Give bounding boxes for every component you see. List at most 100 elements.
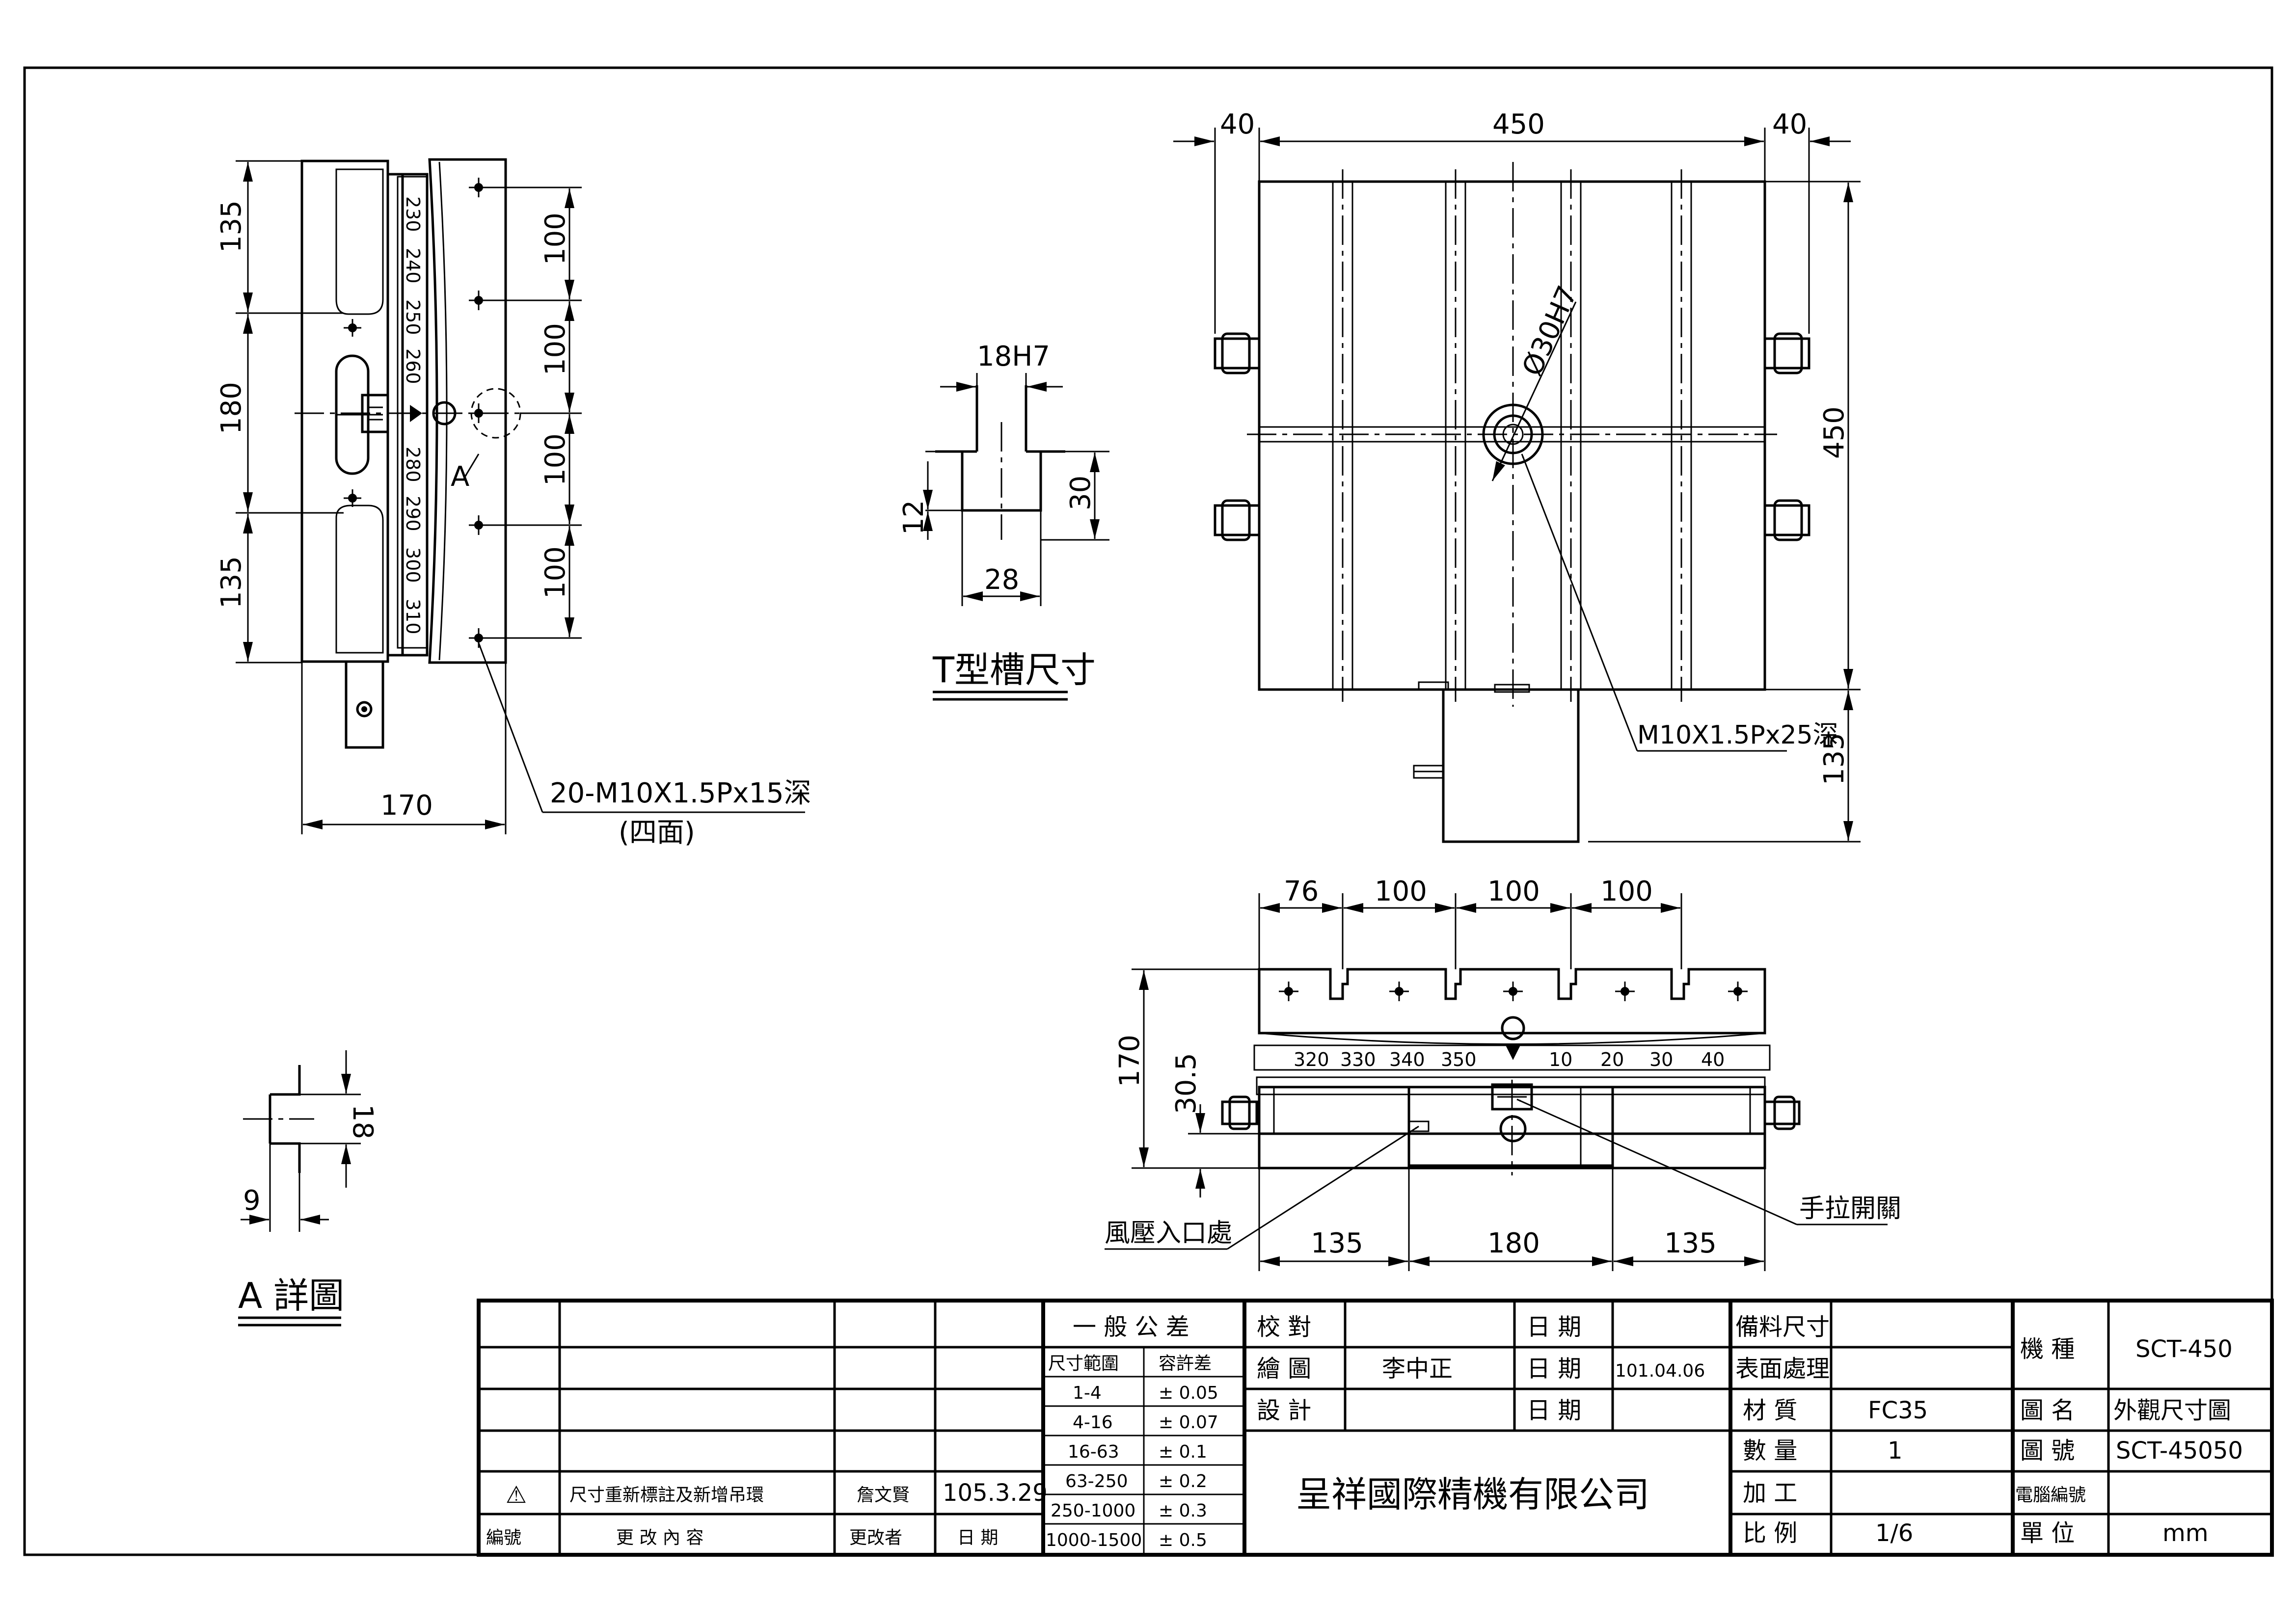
plan-dim-135: 135 bbox=[1818, 733, 1850, 785]
scale-260: 260 bbox=[402, 348, 424, 384]
cad-no-label: 電腦編號 bbox=[2015, 1485, 2086, 1505]
front-dim-100-2: 100 bbox=[1487, 876, 1540, 907]
date-label-2: 日 期 bbox=[1527, 1355, 1581, 1383]
scale-250: 250 bbox=[402, 299, 424, 335]
tol-range-4: 63-250 bbox=[1065, 1471, 1128, 1491]
header-changer: 更改者 bbox=[849, 1528, 902, 1548]
scale-value: 1/6 bbox=[1875, 1519, 1913, 1547]
header-date: 日 期 bbox=[957, 1528, 998, 1548]
tol-value-5: ± 0.3 bbox=[1159, 1501, 1207, 1521]
header-content: 更 改 內 容 bbox=[616, 1528, 703, 1548]
front-dim-135-left: 135 bbox=[1311, 1227, 1363, 1259]
front-dim-100-3: 100 bbox=[1600, 876, 1653, 907]
revised-by: 詹文賢 bbox=[857, 1485, 910, 1505]
front-scale: 320 330 340 350 10 20 30 40 bbox=[1294, 1049, 1725, 1070]
front-dim-170: 170 bbox=[1114, 1035, 1146, 1087]
check-label: 校 對 bbox=[1257, 1313, 1311, 1341]
material-label: 材 質 bbox=[1743, 1397, 1797, 1424]
detail-marker-a: A bbox=[451, 461, 469, 493]
tol-value-2: ± 0.07 bbox=[1159, 1412, 1218, 1433]
side-dim-100-2: 100 bbox=[540, 323, 571, 375]
side-dim-100-3: 100 bbox=[540, 433, 571, 486]
front-dim-135-right: 135 bbox=[1664, 1227, 1717, 1259]
fscale-30: 30 bbox=[1649, 1049, 1673, 1070]
scale-240: 240 bbox=[402, 248, 424, 284]
front-dim-180: 180 bbox=[1487, 1227, 1540, 1259]
tol-range-2: 4-16 bbox=[1073, 1412, 1113, 1433]
revision-text: 尺寸重新標註及新增吊環 bbox=[569, 1485, 764, 1505]
tol-value-1: ± 0.05 bbox=[1159, 1383, 1218, 1403]
tslot-dim-12: 12 bbox=[898, 500, 930, 535]
front-dim-100-1: 100 bbox=[1375, 876, 1427, 907]
header-no: 編號 bbox=[486, 1528, 521, 1548]
tolerance-h-tol: 容許差 bbox=[1159, 1354, 1212, 1374]
unit-value: mm bbox=[2162, 1519, 2209, 1547]
fscale-40: 40 bbox=[1701, 1049, 1725, 1070]
detail-a: 18 9 A 詳圖 bbox=[238, 1050, 378, 1327]
date-label-1: 日 期 bbox=[1527, 1313, 1581, 1341]
tol-value-3: ± 0.1 bbox=[1159, 1442, 1207, 1462]
fscale-320: 320 bbox=[1294, 1049, 1329, 1070]
front-view: 320 330 340 350 10 20 30 40 bbox=[1105, 876, 1901, 1271]
company-name: 呈祥國際精機有限公司 bbox=[1296, 1474, 1649, 1515]
plan-dim-450-top: 450 bbox=[1492, 108, 1545, 140]
dwg-no-label: 圖 號 bbox=[2020, 1437, 2075, 1464]
front-holes bbox=[1279, 982, 1748, 1040]
side-view: 230 240 250 260 280 290 300 310 A 135 18… bbox=[216, 158, 811, 849]
air-inlet-label: 風壓入口處 bbox=[1105, 1219, 1232, 1248]
scale-310: 310 bbox=[402, 599, 424, 635]
stock-size-label: 備料尺寸 bbox=[1735, 1313, 1830, 1341]
revision-symbol: ⚠ bbox=[506, 1481, 527, 1509]
draw-label: 繪 圖 bbox=[1257, 1355, 1311, 1383]
detail-caption: A 詳圖 bbox=[238, 1275, 344, 1316]
fscale-350: 350 bbox=[1441, 1049, 1477, 1070]
detail-dim-9: 9 bbox=[243, 1185, 261, 1217]
scale-230: 230 bbox=[402, 196, 424, 232]
side-dim-135-bottom: 135 bbox=[216, 556, 247, 609]
title-block: ⚠ 尺寸重新標註及新增吊環 詹文賢 105.3.29 編號 更 改 內 容 更改… bbox=[477, 1299, 2274, 1557]
tolerance-title: 一 般 公 差 bbox=[1073, 1313, 1189, 1341]
unit-label: 單 位 bbox=[2020, 1519, 2075, 1547]
plan-view: 40 450 40 450 135 Ø30H7 M10X1.5Px25深 bbox=[1173, 108, 1861, 843]
side-dim-135-top: 135 bbox=[216, 200, 247, 253]
fscale-10: 10 bbox=[1549, 1049, 1572, 1070]
model-label: 機 種 bbox=[2020, 1335, 2075, 1363]
model-value: SCT-450 bbox=[2135, 1335, 2233, 1363]
qty-value: 1 bbox=[1888, 1437, 1903, 1464]
plan-diameter: Ø30H7 bbox=[1516, 281, 1584, 381]
tslot-dim-30: 30 bbox=[1065, 476, 1097, 510]
tol-value-6: ± 0.5 bbox=[1159, 1530, 1207, 1550]
side-dim-100-1: 100 bbox=[540, 213, 571, 265]
tol-range-3: 16-63 bbox=[1068, 1442, 1119, 1462]
qty-label: 數 量 bbox=[1743, 1437, 1797, 1464]
plan-handles bbox=[1214, 332, 1810, 541]
tslot-dim-18h7: 18H7 bbox=[977, 341, 1050, 372]
dwg-name-value: 外觀尺寸圖 bbox=[2113, 1397, 2231, 1424]
design-label: 設 計 bbox=[1257, 1397, 1311, 1424]
revision-date: 105.3.29 bbox=[943, 1479, 1048, 1507]
material-value: FC35 bbox=[1868, 1397, 1928, 1424]
tslot-section: 18H7 12 30 28 T型槽尺寸 bbox=[898, 341, 1109, 701]
side-callout-sub: (四面) bbox=[619, 817, 695, 849]
draw-date: 101.04.06 bbox=[1615, 1361, 1705, 1381]
plan-dim-40-right: 40 bbox=[1772, 108, 1807, 140]
fscale-340: 340 bbox=[1389, 1049, 1425, 1070]
side-scale: 230 240 250 260 280 290 300 310 bbox=[402, 196, 424, 635]
fscale-20: 20 bbox=[1600, 1049, 1624, 1070]
date-label-3: 日 期 bbox=[1527, 1397, 1581, 1424]
side-dim-170: 170 bbox=[380, 790, 433, 822]
plan-dim-40-left: 40 bbox=[1220, 108, 1255, 140]
tol-value-4: ± 0.2 bbox=[1159, 1471, 1207, 1491]
detail-dim-18: 18 bbox=[347, 1104, 378, 1139]
side-callout: 20-M10X1.5Px15深 bbox=[550, 777, 811, 809]
side-dim-100-4: 100 bbox=[540, 546, 571, 599]
front-dim-30-5: 30.5 bbox=[1170, 1053, 1202, 1114]
scale-300: 300 bbox=[402, 547, 424, 583]
plan-callout: M10X1.5Px25深 bbox=[1637, 720, 1838, 750]
side-dim-180: 180 bbox=[216, 382, 247, 434]
plan-dim-450-right: 450 bbox=[1818, 406, 1850, 459]
drawer-name: 李中正 bbox=[1382, 1355, 1453, 1383]
handle-switch-label: 手拉開關 bbox=[1799, 1194, 1901, 1224]
tol-range-1: 1-4 bbox=[1073, 1383, 1102, 1403]
